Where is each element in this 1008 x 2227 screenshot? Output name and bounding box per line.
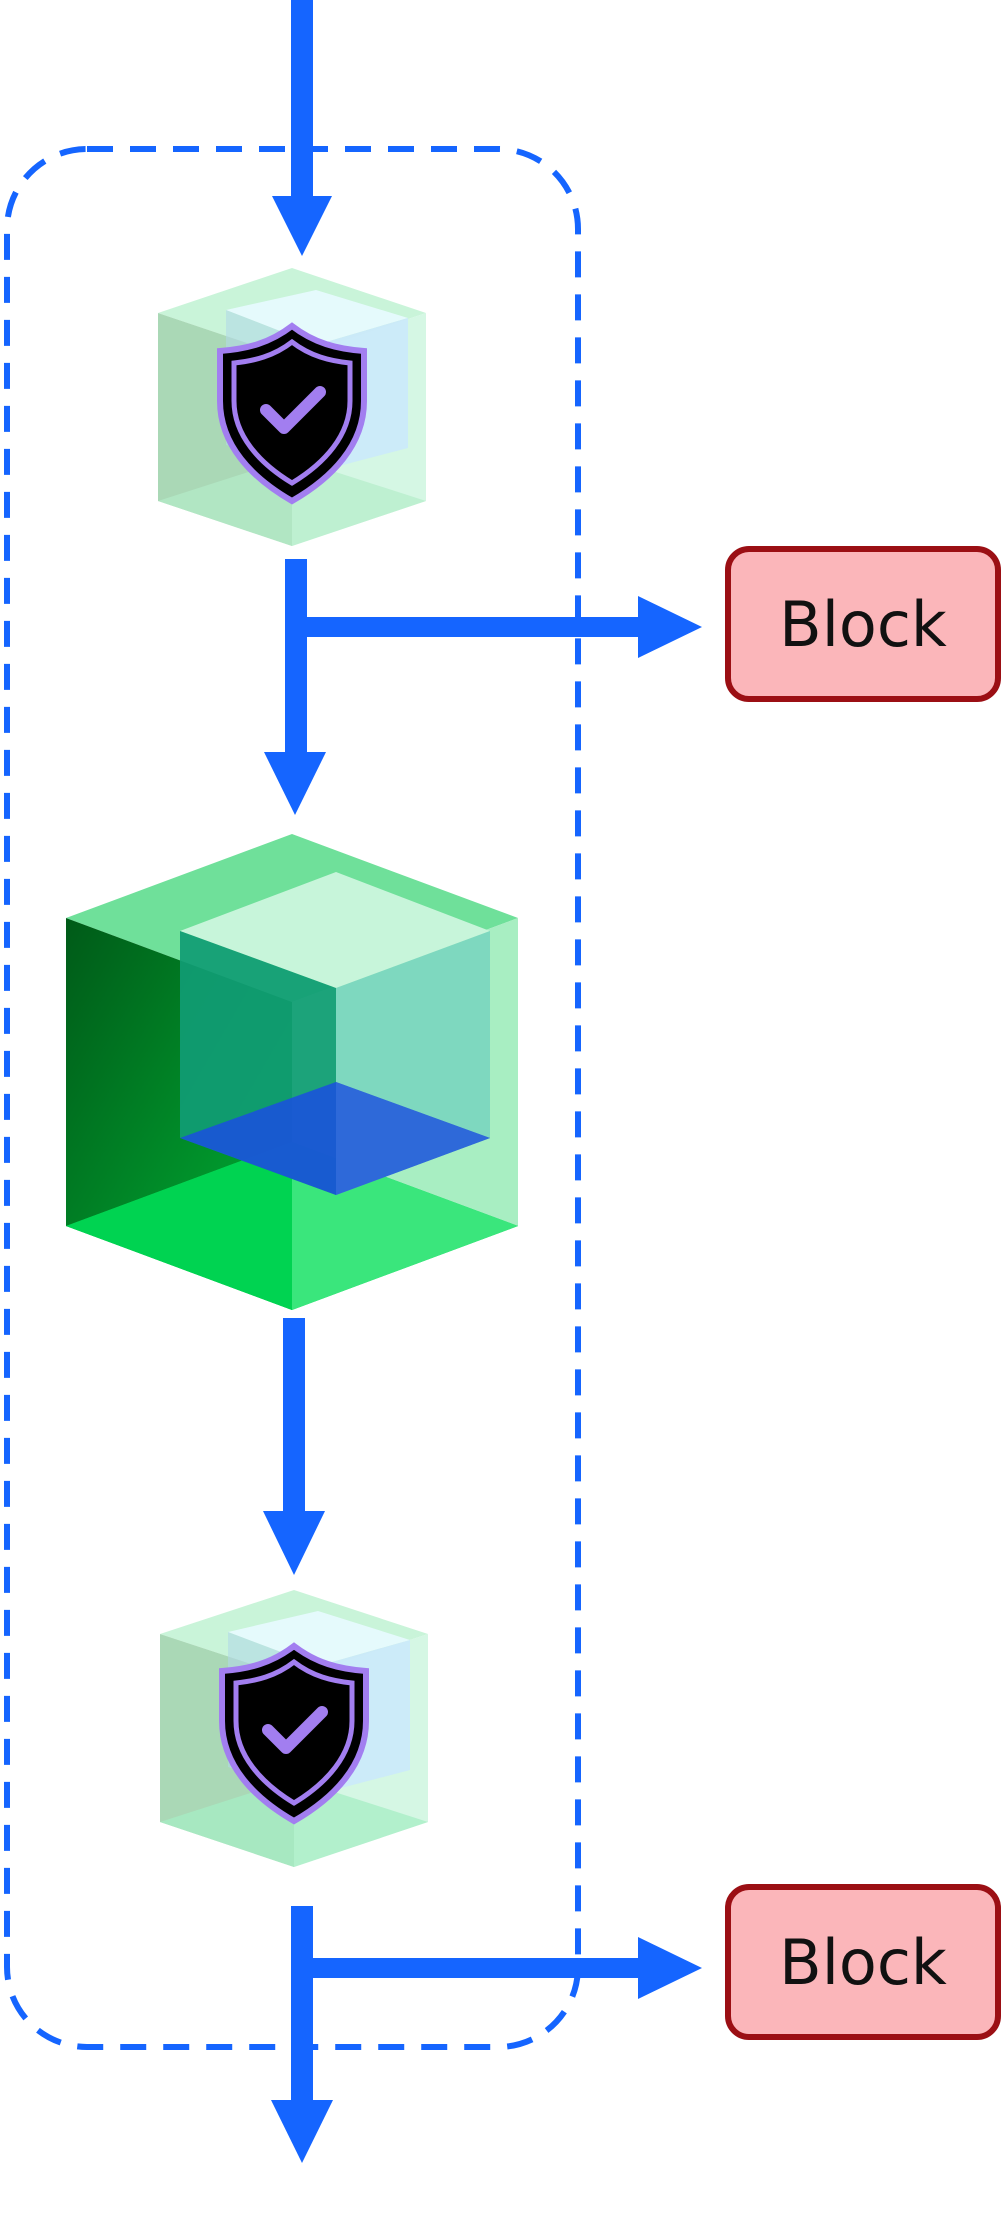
input-arrow [272,0,332,256]
block-label: Block [779,587,947,661]
block-arrow-1 [296,596,702,658]
block-label: Block [779,1925,947,1999]
shield-check-icon [219,1642,369,1825]
block-arrow-2 [302,1937,702,1999]
connector-to-model [264,559,326,815]
block-node-2: Block [725,1884,1001,2040]
connector-to-output-guard [263,1318,325,1575]
shield-check-icon [217,322,367,505]
output-arrow [271,1906,333,2163]
block-node-1: Block [725,546,1001,702]
model-cube-icon [66,834,518,1310]
